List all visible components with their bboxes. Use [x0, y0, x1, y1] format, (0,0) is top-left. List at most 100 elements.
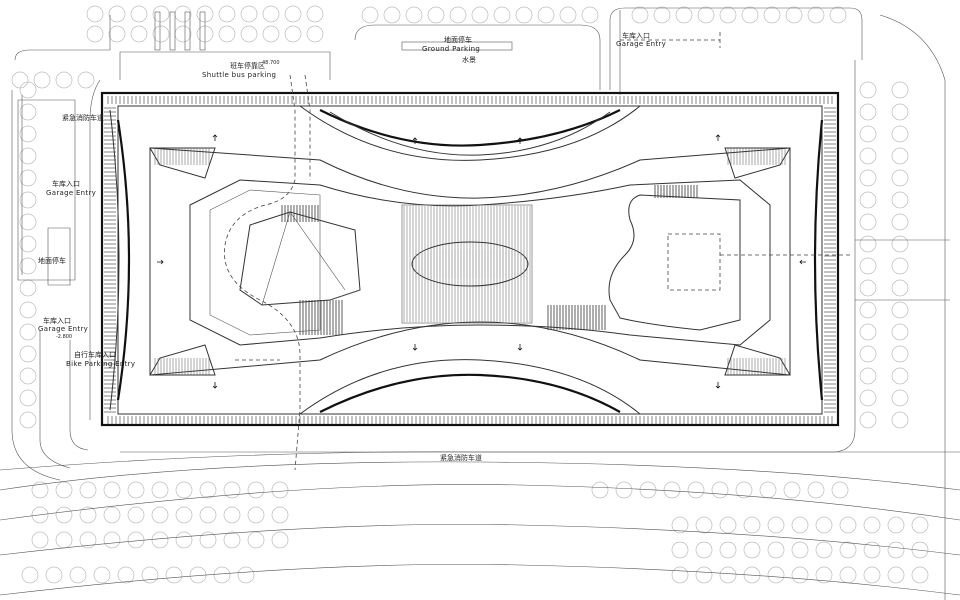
plan-labels: 地面停车 Ground Parking 水景 车库入口 Garage Entry… [38, 31, 666, 462]
tree-symbol [859, 235, 877, 253]
tree-symbol [19, 213, 37, 231]
tree-symbol [361, 6, 379, 24]
tree-symbol [141, 566, 159, 584]
tree-symbol [891, 301, 909, 319]
tree-symbol [859, 367, 877, 385]
tree-symbol [383, 6, 401, 24]
garage-entry-left-label-cn: 车库入口 [52, 179, 80, 188]
tree-symbol [199, 481, 217, 499]
tree-symbol [19, 257, 37, 275]
tree-symbol [719, 566, 737, 584]
tree-symbol [783, 481, 801, 499]
tree-symbol [55, 71, 73, 89]
tree-symbol [79, 506, 97, 524]
tree-symbol [31, 531, 49, 549]
tree-symbol [839, 541, 857, 559]
tree-symbol [237, 566, 255, 584]
tree-symbol [247, 481, 265, 499]
tree-symbol [130, 5, 148, 23]
tree-symbol [671, 541, 689, 559]
circulation-arrow [517, 137, 523, 144]
tree-symbol [306, 25, 324, 43]
tree-symbol [695, 541, 713, 559]
tree-symbol [55, 531, 73, 549]
tree-symbol [86, 5, 104, 23]
garage-entry-left-label-en: Garage Entry [46, 189, 96, 197]
tree-symbol [743, 566, 761, 584]
tree-symbol [19, 411, 37, 429]
tree-symbol [262, 5, 280, 23]
tree-symbol [859, 345, 877, 363]
water-feature-label: 水景 [462, 55, 476, 64]
fire-lane-bottom-label: 紧急消防车道 [440, 453, 482, 462]
tree-symbol [240, 25, 258, 43]
tree-symbol [695, 516, 713, 534]
tree-symbol [859, 257, 877, 275]
tree-symbol [175, 531, 193, 549]
tree-symbol [891, 345, 909, 363]
tree-symbol [815, 541, 833, 559]
corner-wedges [104, 96, 836, 424]
tree-symbol [19, 169, 37, 187]
tree-symbol [719, 6, 737, 24]
tree-symbol [19, 81, 37, 99]
tree-symbol [695, 566, 713, 584]
bike-entry-label-cn: 自行车库入口 [74, 350, 116, 359]
tree-symbol [891, 367, 909, 385]
tree-symbol [103, 481, 121, 499]
tree-symbol [152, 5, 170, 23]
tree-symbol [887, 566, 905, 584]
tree-symbol [891, 389, 909, 407]
tree-symbol [218, 5, 236, 23]
ground-parking-left-label: 地面停车 [38, 256, 66, 265]
bike-entry-label-en: Bike Parking Entry [66, 360, 135, 368]
tree-symbol [165, 566, 183, 584]
tree-symbol [55, 481, 73, 499]
tree-symbol [19, 279, 37, 297]
tree-symbol [859, 323, 877, 341]
tree-symbol [427, 6, 445, 24]
tree-symbol [21, 566, 39, 584]
tree-symbol [839, 566, 857, 584]
tree-symbol [671, 566, 689, 584]
tree-symbol [175, 481, 193, 499]
tree-symbol [271, 531, 289, 549]
tree-symbol [891, 257, 909, 275]
tree-symbol [719, 516, 737, 534]
tree-symbol [262, 25, 280, 43]
tree-symbol [284, 5, 302, 23]
tree-symbol [223, 481, 241, 499]
tree-symbol [493, 6, 511, 24]
tree-symbol [891, 235, 909, 253]
tree-symbol [863, 516, 881, 534]
tree-symbol [891, 279, 909, 297]
tree-symbol [859, 147, 877, 165]
tree-symbol [839, 516, 857, 534]
tree-symbol [859, 389, 877, 407]
garage-entry-lower-label-en: Garage Entry [38, 325, 88, 333]
tree-symbol [785, 6, 803, 24]
tree-symbol [45, 566, 63, 584]
tree-symbol [743, 541, 761, 559]
central-courtyard [401, 204, 533, 324]
tree-symbol [223, 506, 241, 524]
tree-symbol [791, 516, 809, 534]
tree-symbol [69, 566, 87, 584]
tree-symbol [199, 531, 217, 549]
tree-symbol [127, 481, 145, 499]
tree-symbol [559, 6, 577, 24]
tree-symbol [151, 481, 169, 499]
tree-symbol [240, 5, 258, 23]
parking-stripes [154, 11, 513, 51]
tree-symbol [711, 481, 729, 499]
tree-symbol [891, 411, 909, 429]
tree-symbol [891, 103, 909, 121]
tree-symbol [697, 6, 715, 24]
ground-parking-label-cn: 地面停车 [444, 35, 472, 44]
tree-symbol [86, 25, 104, 43]
tree-symbol [271, 481, 289, 499]
tree-symbol [675, 6, 693, 24]
tree-symbol [859, 411, 877, 429]
tree-symbol [175, 506, 193, 524]
tree-symbol [108, 5, 126, 23]
